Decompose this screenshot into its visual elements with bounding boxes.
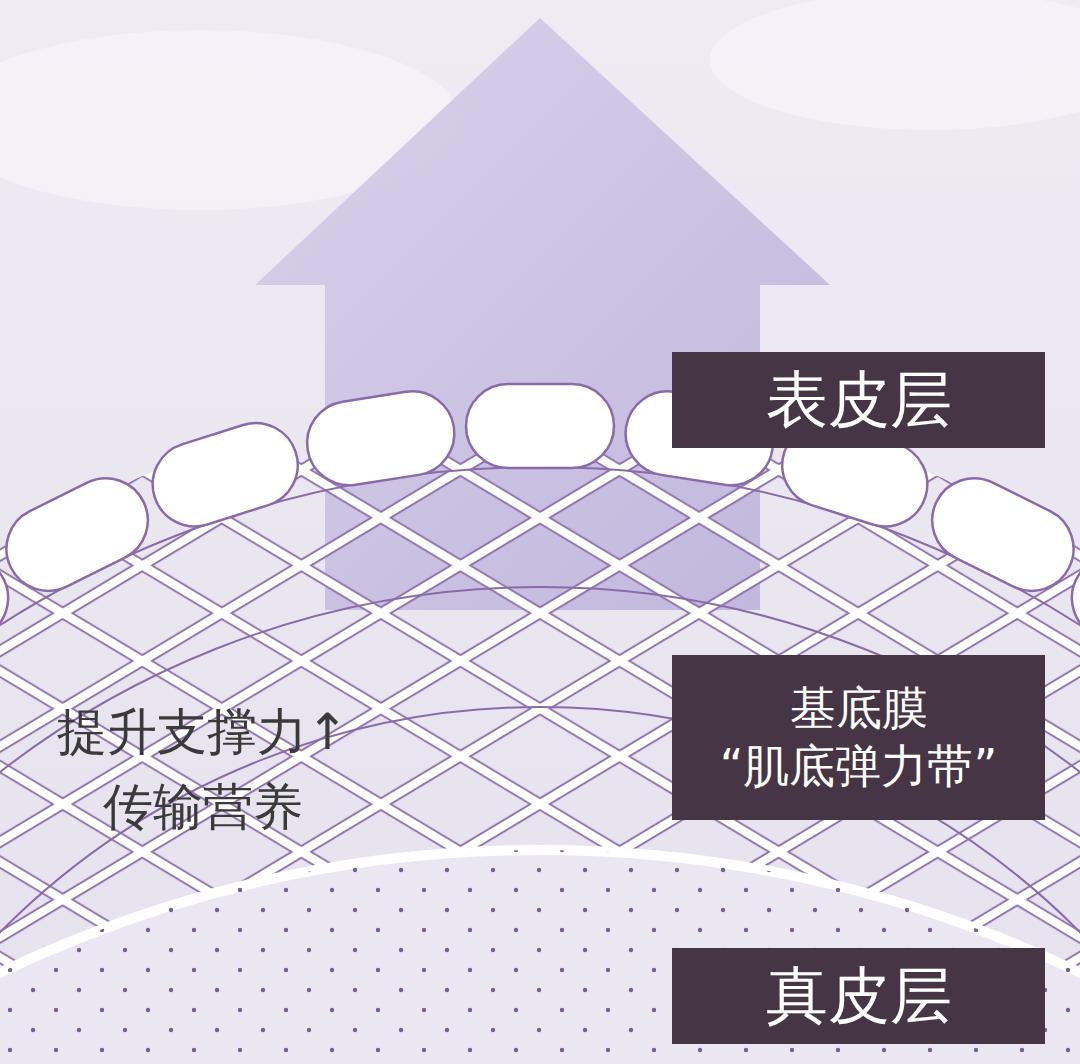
haze — [710, 0, 1080, 130]
layer-name: 真皮层 — [766, 957, 952, 1035]
label-box: 表皮层 — [672, 352, 1045, 448]
basement-mesh — [0, 400, 1080, 1064]
label-box: 真皮层 — [672, 948, 1045, 1044]
function-note: 提升支撑力↑ 传输营养 — [30, 695, 375, 845]
layer-name: 基底膜 — [790, 680, 928, 738]
label-box: 基底膜“肌底弹力带” — [672, 655, 1045, 820]
dermis — [0, 840, 1080, 1064]
layer-name: 表皮层 — [766, 361, 952, 439]
layer-name: “肌底弹力带” — [720, 738, 998, 796]
